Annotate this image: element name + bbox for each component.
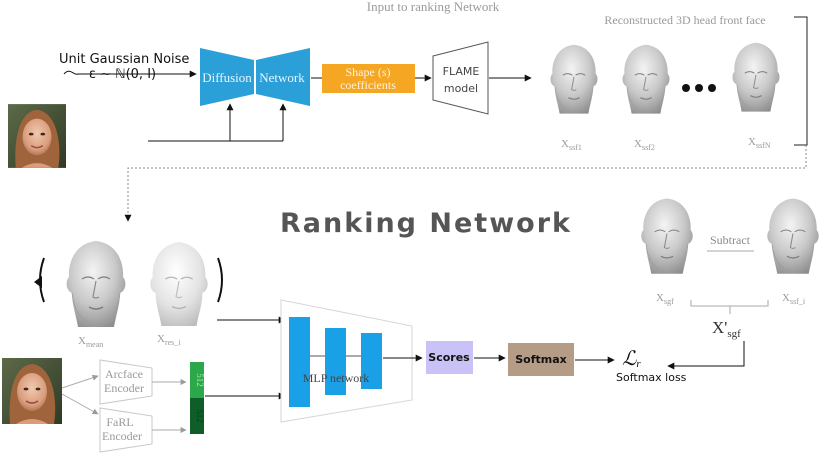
- mlp-layer-3: [361, 333, 382, 389]
- farl-label-line1: FaRL: [106, 415, 133, 429]
- top-title: Input to ranking Network: [367, 0, 500, 14]
- shape-coefficients-box: [322, 64, 415, 93]
- arcface-encoder-block: [99, 359, 153, 405]
- feature-dim-top: 512: [195, 373, 205, 387]
- recon-label-n: XssfN: [748, 136, 771, 150]
- ellipsis-dot-1: [682, 84, 690, 92]
- noise-label: Unit Gaussian Noise: [59, 52, 189, 67]
- input-face-photo-bottom: [2, 358, 62, 424]
- recon-title: Reconstructed 3D head front face: [604, 13, 765, 27]
- recon-head-1: [549, 44, 599, 115]
- scores-box: [426, 341, 473, 374]
- input-face-photo-top: [8, 104, 66, 168]
- shape-label-line1: Shape (s): [346, 65, 391, 79]
- right-paren: [217, 257, 223, 303]
- subtract-bracket: [690, 300, 769, 307]
- mlp-network-block: [280, 299, 413, 423]
- arcface-label-line1: Arcface: [105, 367, 143, 381]
- farl-encoder-block: [99, 407, 153, 453]
- flame-model-block: [432, 41, 489, 115]
- mean-head: [65, 240, 127, 328]
- ellipsis-dot-3: [708, 84, 716, 92]
- ssf-i-label: Xssf_i: [782, 292, 806, 306]
- farl-feature-bar: [190, 398, 204, 434]
- recon-group-bracket: [794, 16, 808, 146]
- residual-label: Xres_i: [157, 333, 181, 347]
- sgf-label: Xsgf: [656, 292, 674, 306]
- ellipsis-dot-2: [695, 84, 703, 92]
- diffusion-encoder-block: [200, 48, 254, 106]
- photo-to-arcface-arrow: [61, 374, 99, 389]
- mlp-label: MLP network: [303, 371, 370, 385]
- mean-label: Xmean: [78, 335, 103, 349]
- sgf-head: [640, 197, 694, 275]
- loss-symbol: ℒr: [622, 348, 641, 370]
- recon-head-n: [731, 42, 781, 113]
- subtract-result-label: X'sgf: [712, 318, 741, 340]
- scores-label: Scores: [428, 351, 470, 364]
- recon-label-1: Xssf1: [561, 138, 582, 152]
- farl-label-line2: Encoder: [102, 429, 142, 443]
- subtract-label: Subtract: [710, 233, 751, 247]
- softmax-box: [508, 343, 574, 376]
- recon-label-2: Xssf2: [634, 138, 655, 152]
- noise-arrow: [63, 70, 197, 78]
- ssf-i-head: [766, 197, 820, 275]
- shape-label-line2: coefficients: [340, 78, 396, 92]
- diffusion-decoder-block: [256, 48, 310, 106]
- result-to-loss-arrow: [667, 341, 745, 370]
- flame-label-line1: FLAME: [443, 65, 480, 78]
- loss-caption: Softmax loss: [616, 371, 687, 384]
- residual-head: [149, 241, 209, 327]
- photo-to-farl-arrow: [61, 393, 99, 415]
- left-pointer-triangle: [34, 276, 42, 288]
- arcface-label-line2: Encoder: [104, 381, 144, 395]
- softmax-label: Softmax: [515, 353, 567, 366]
- ranking-network-title: Ranking Network: [280, 208, 572, 239]
- mlp-layer-2: [325, 328, 346, 395]
- arcface-feature-bar: [190, 362, 204, 398]
- recon-to-ranking-dotted-connector: [124, 145, 807, 222]
- feature-dim-bottom: 512: [195, 409, 205, 423]
- flame-label-line2: model: [444, 82, 478, 95]
- diffusion-label-left: Diffusion: [202, 70, 252, 85]
- recon-head-2: [621, 44, 671, 115]
- diffusion-label-right: Network: [259, 70, 305, 85]
- mlp-layer-1: [289, 317, 310, 407]
